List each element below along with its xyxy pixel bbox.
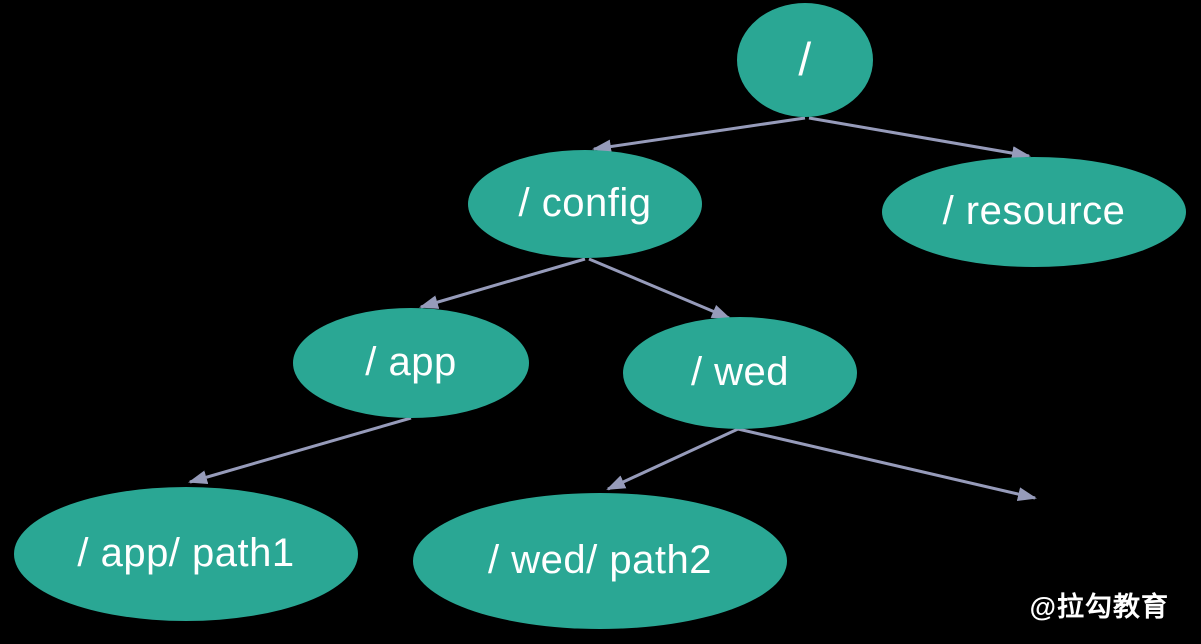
tree-node-label-resource: / resource [942, 189, 1126, 233]
tree-node-label-app-path1: / app/ path1 [77, 531, 295, 575]
tree-edge-root-to-resource [808, 116, 1031, 161]
tree-node-app: / app [293, 308, 529, 418]
tree-node-resource: / resource [882, 157, 1186, 267]
tree-edge-config-to-app [419, 257, 586, 309]
tree-node-config: / config [468, 150, 702, 258]
tree-node-label-root: / [798, 33, 812, 85]
watermark-text: @拉勾教育 [1029, 592, 1169, 622]
tree-edge-app-to-app-path1 [188, 416, 412, 484]
tree-node-root: / [737, 3, 873, 117]
tree-node-app-path1: / app/ path1 [14, 487, 358, 621]
tree-edge-config-to-wed [588, 257, 731, 320]
tree-edge-wed-to-wed-path2 [606, 427, 739, 491]
tree-node-label-wed: / wed [690, 350, 790, 394]
tree-edge-root-to-config [592, 116, 806, 154]
tree-node-label-app: / app [365, 340, 457, 384]
tree-node-wed: / wed [623, 317, 857, 429]
tree-node-label-config: / config [518, 181, 652, 225]
tree-node-wed-path2: / wed/ path2 [413, 493, 787, 629]
tree-node-label-wed-path2: / wed/ path2 [488, 538, 712, 582]
tree-edge-wed-to-empty [737, 427, 1037, 501]
